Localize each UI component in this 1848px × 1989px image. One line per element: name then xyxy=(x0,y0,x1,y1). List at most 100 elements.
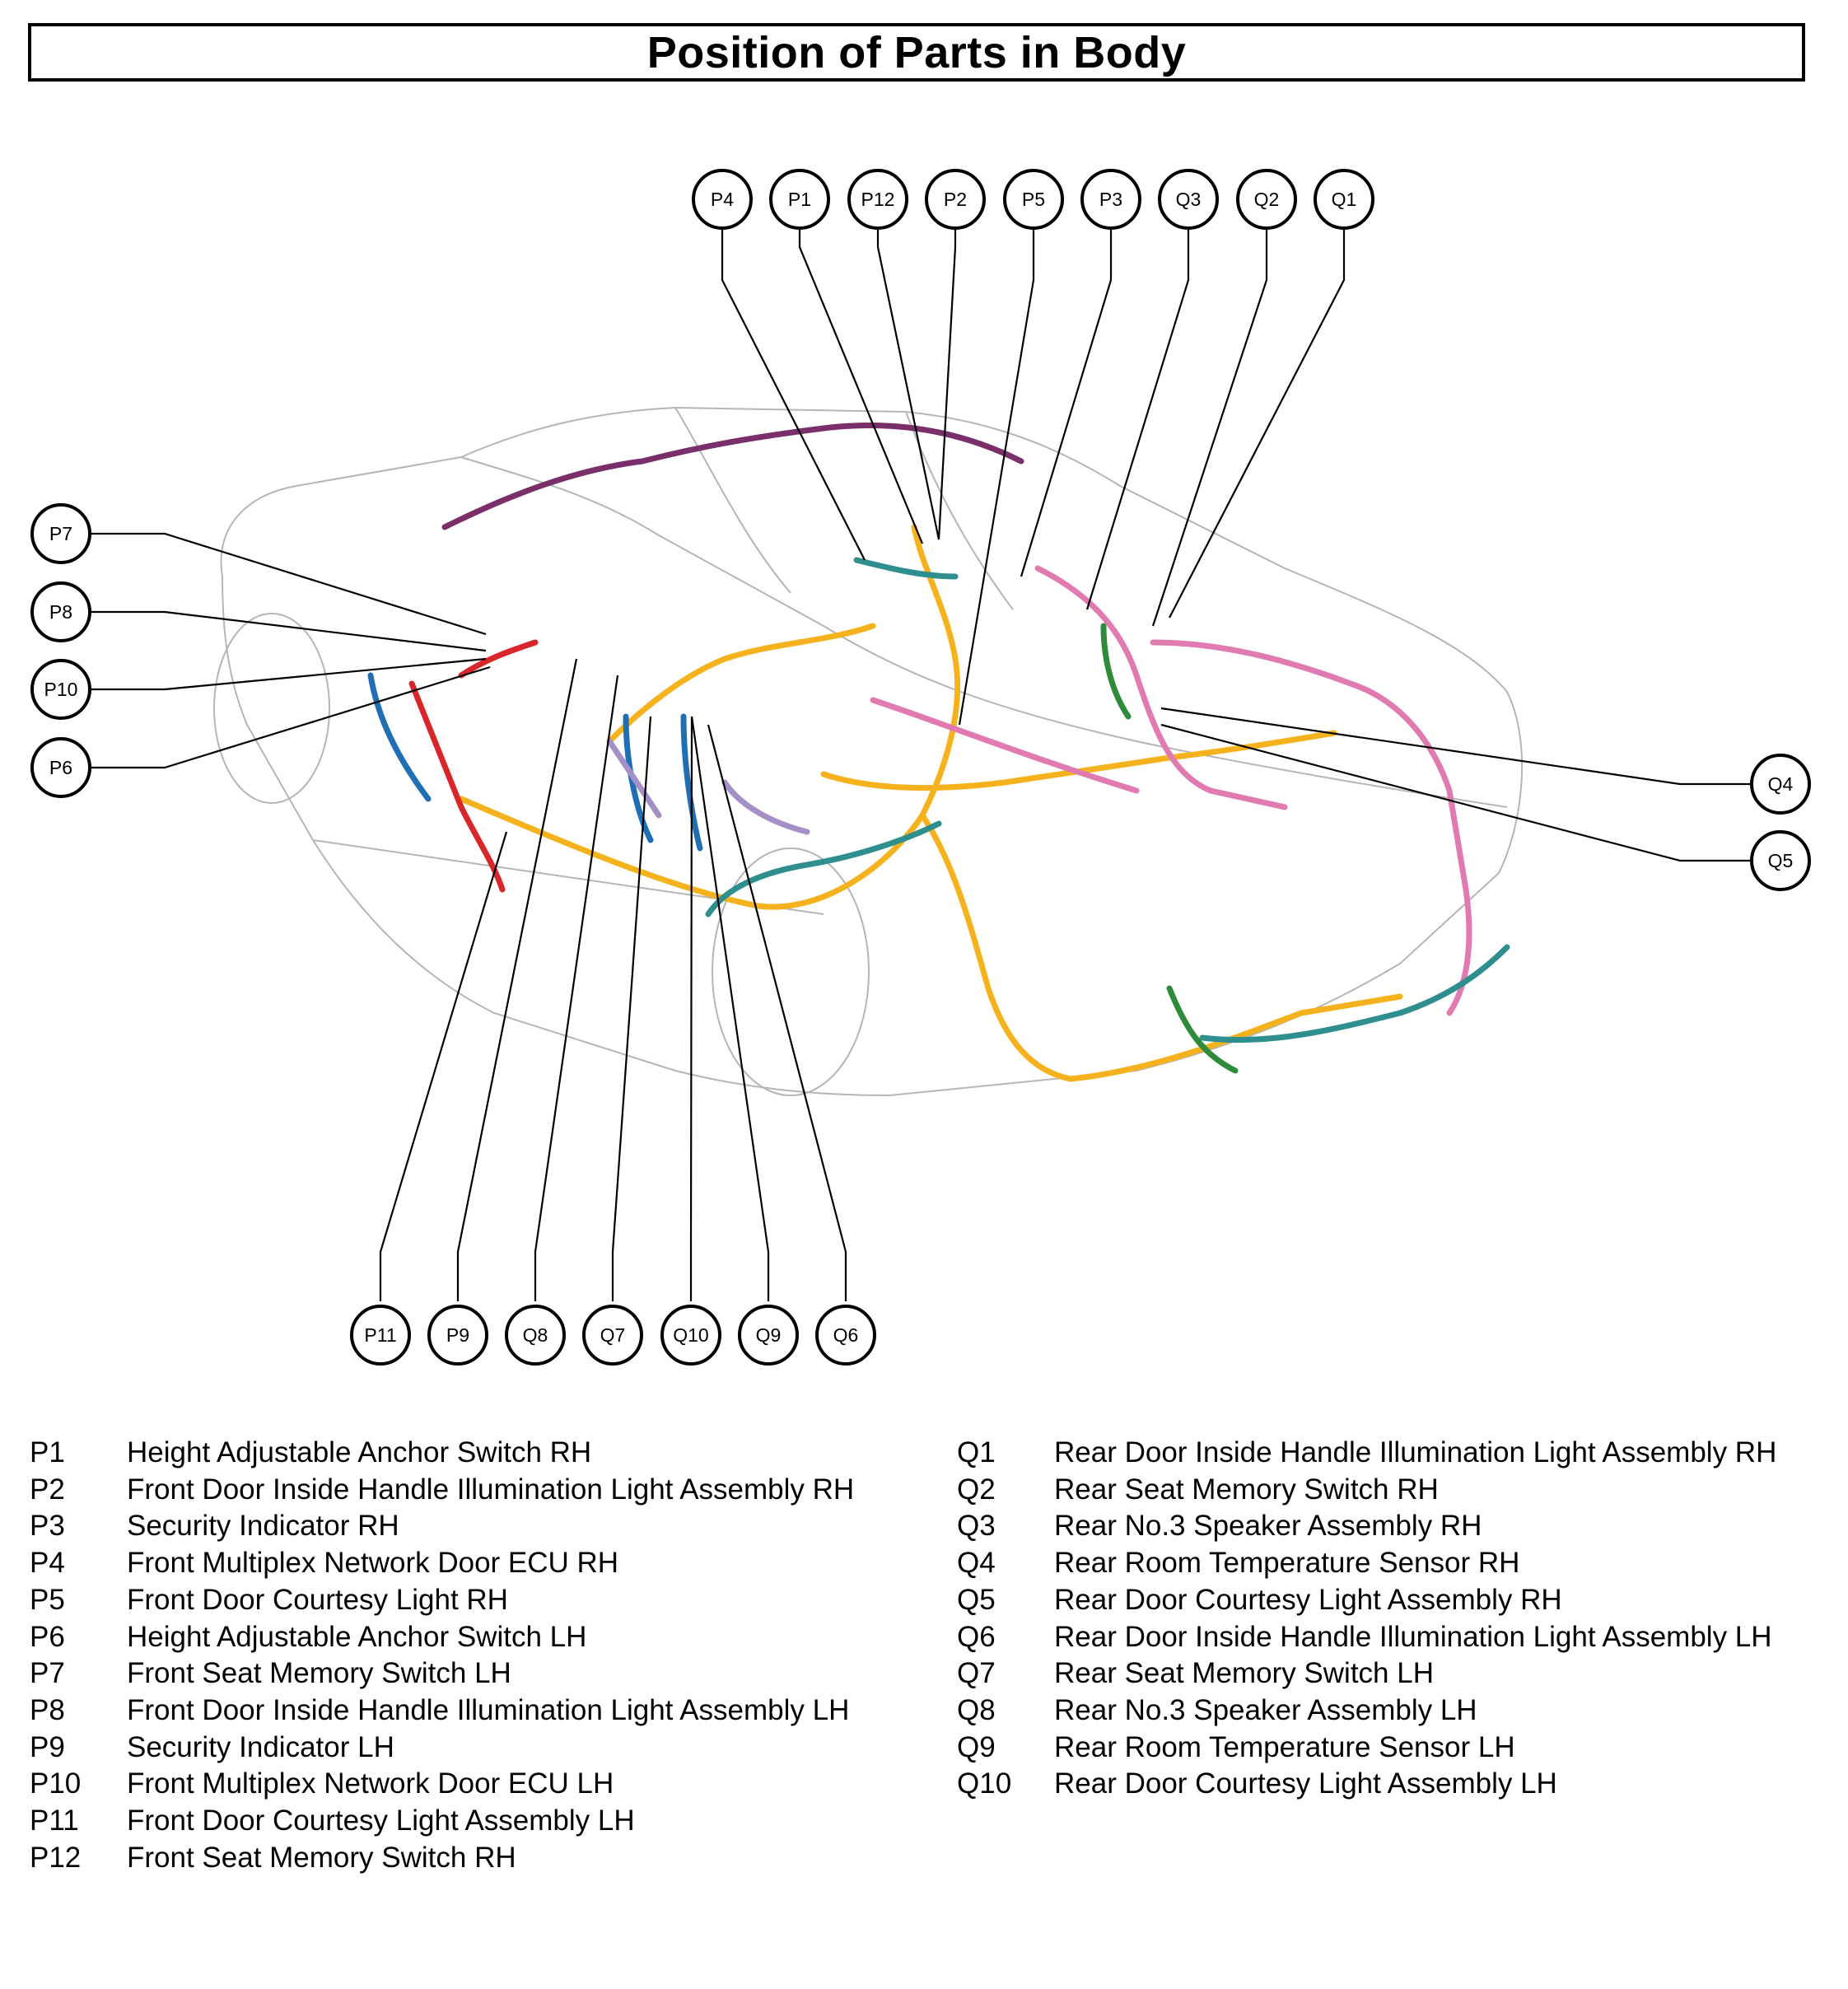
legend-item-q9: Q9 Rear Room Temperature Sensor LH xyxy=(957,1730,1830,1767)
legend-desc: Rear Door Inside Handle Illumination Lig… xyxy=(1054,1620,1772,1653)
callout-q6: Q6 xyxy=(815,1305,876,1366)
title-box: Position of Parts in Body xyxy=(28,23,1805,82)
legend-item-p7: P7 Front Seat Memory Switch LH xyxy=(30,1655,894,1693)
harness-teal xyxy=(705,557,1510,1044)
svg-text:P1: P1 xyxy=(788,189,811,210)
legend-code: Q2 xyxy=(957,1473,996,1506)
callout-p11: P11 xyxy=(350,1305,411,1366)
wiring-diagram: P4 P1 P12 P2 P5 P3 Q3 Q2 Q1 P7 P8 P10 P6… xyxy=(30,169,1811,1366)
legend-desc: Height Adjustable Anchor Switch LH xyxy=(127,1620,587,1653)
callout-p12: P12 xyxy=(847,169,908,230)
legend-desc: Security Indicator RH xyxy=(127,1510,399,1543)
legend-code: P7 xyxy=(30,1657,65,1690)
legend-item-p8: P8 Front Door Inside Handle Illumination … xyxy=(30,1693,894,1730)
svg-text:P9: P9 xyxy=(446,1324,469,1346)
legend-code: P5 xyxy=(30,1583,65,1616)
legend-item-p6: P6 Height Adjustable Anchor Switch LH xyxy=(30,1619,894,1656)
legend-code: Q1 xyxy=(957,1436,996,1468)
svg-text:P10: P10 xyxy=(44,679,78,700)
legend-item-p4: P4 Front Multiplex Network Door ECU RH xyxy=(30,1545,894,1582)
callouts-right: Q4 Q5 xyxy=(1750,754,1811,891)
callouts-top: P4 P1 P12 P2 P5 P3 Q3 Q2 Q1 xyxy=(692,169,1374,230)
svg-text:Q9: Q9 xyxy=(756,1324,782,1346)
page-title: Position of Parts in Body xyxy=(646,27,1187,77)
legend-desc: Rear No.3 Speaker Assembly LH xyxy=(1054,1693,1477,1726)
harness-orange-branch xyxy=(606,623,1337,791)
harness-pink xyxy=(870,565,1472,1016)
svg-text:Q5: Q5 xyxy=(1768,850,1794,871)
callout-q4: Q4 xyxy=(1750,754,1811,815)
legend-code: P6 xyxy=(30,1620,65,1653)
svg-text:Q4: Q4 xyxy=(1768,773,1794,795)
callout-p5: P5 xyxy=(1003,169,1064,230)
svg-text:P4: P4 xyxy=(711,189,734,210)
callout-p3: P3 xyxy=(1080,169,1141,230)
legend-code: P3 xyxy=(30,1510,65,1543)
svg-text:P5: P5 xyxy=(1022,189,1045,210)
svg-text:Q1: Q1 xyxy=(1332,189,1357,210)
car-outline xyxy=(213,406,1524,1097)
callout-p1: P1 xyxy=(769,169,830,230)
harness-blue xyxy=(367,672,703,852)
legend-code: Q8 xyxy=(957,1693,996,1726)
legend-code: Q10 xyxy=(957,1767,1012,1800)
svg-text:P8: P8 xyxy=(49,601,72,623)
legend-code: P12 xyxy=(30,1841,82,1874)
legend-code: Q5 xyxy=(957,1583,996,1616)
legend-desc: Rear Room Temperature Sensor LH xyxy=(1054,1730,1515,1763)
harness-green xyxy=(1100,623,1239,1074)
legend-item-q6: Q6 Rear Door Inside Handle Illumination L… xyxy=(957,1619,1830,1656)
callouts-bottom: P11 P9 Q8 Q7 Q10 Q9 Q6 xyxy=(350,1305,876,1366)
legend-desc: Front Multiplex Network Door ECU RH xyxy=(127,1547,619,1580)
legend-desc: Rear Seat Memory Switch LH xyxy=(1054,1657,1434,1690)
legend-code: P1 xyxy=(30,1436,65,1468)
callout-p4: P4 xyxy=(692,169,753,230)
svg-text:P2: P2 xyxy=(944,189,967,210)
legend-desc: Front Door Inside Handle Illumination Li… xyxy=(127,1693,850,1726)
legend-code: P2 xyxy=(30,1473,65,1506)
callout-q10: Q10 xyxy=(660,1305,721,1366)
legend-desc: Rear Seat Memory Switch RH xyxy=(1054,1473,1439,1506)
legend-item-q2: Q2 Rear Seat Memory Switch RH xyxy=(957,1472,1830,1509)
callout-q2: Q2 xyxy=(1236,169,1297,230)
legend-desc: Front Seat Memory Switch LH xyxy=(127,1657,511,1690)
svg-text:Q7: Q7 xyxy=(600,1324,626,1346)
svg-text:Q2: Q2 xyxy=(1254,189,1280,210)
callout-p8: P8 xyxy=(30,581,91,642)
callout-q1: Q1 xyxy=(1314,169,1374,230)
callout-q3: Q3 xyxy=(1158,169,1219,230)
svg-text:P12: P12 xyxy=(861,189,895,210)
svg-text:P3: P3 xyxy=(1099,189,1122,210)
callouts-left: P7 P8 P10 P6 xyxy=(30,503,91,798)
harness-purple xyxy=(441,422,1024,530)
wiring-harness xyxy=(367,422,1510,1082)
callout-p10: P10 xyxy=(30,659,91,720)
legend-desc: Rear Room Temperature Sensor RH xyxy=(1054,1547,1520,1580)
legend-code: P11 xyxy=(30,1805,79,1837)
callout-q8: Q8 xyxy=(505,1305,566,1366)
svg-text:Q8: Q8 xyxy=(523,1324,548,1346)
legend-code: P4 xyxy=(30,1547,65,1580)
legend-desc: Front Seat Memory Switch RH xyxy=(127,1841,516,1874)
legend-desc: Rear No.3 Speaker Assembly RH xyxy=(1054,1510,1482,1543)
callout-p2: P2 xyxy=(925,169,986,230)
svg-text:Q3: Q3 xyxy=(1176,189,1202,210)
callout-p9: P9 xyxy=(427,1305,488,1366)
legend-code: Q9 xyxy=(957,1730,996,1763)
legend-desc: Security Indicator LH xyxy=(127,1730,394,1763)
svg-text:P6: P6 xyxy=(49,757,72,778)
legend-code: Q6 xyxy=(957,1620,996,1653)
legend-code: P8 xyxy=(30,1693,65,1726)
legend-item-p3: P3 Security Indicator RH xyxy=(30,1508,894,1545)
leader-lines xyxy=(91,228,1751,1301)
